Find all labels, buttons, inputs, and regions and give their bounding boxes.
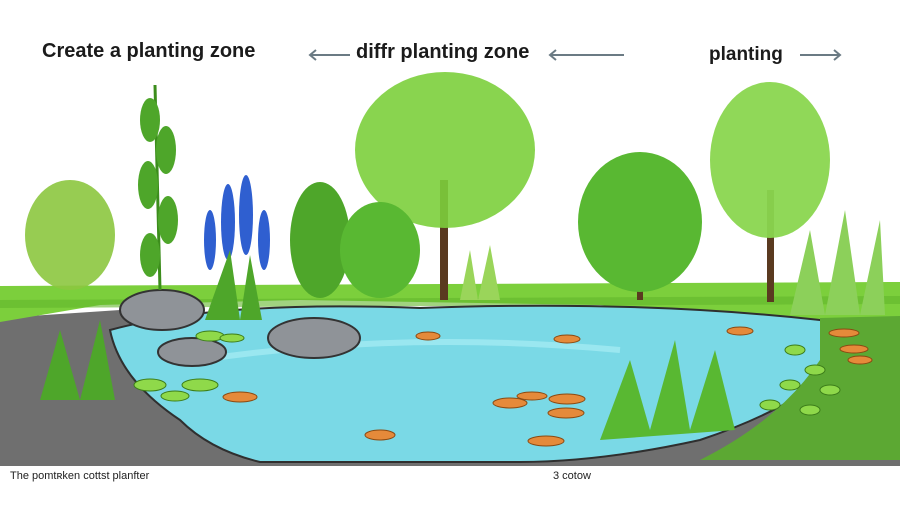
caption-left: The pomtʀken cottst planfter [10,470,150,482]
arrow-right-icon [800,49,842,61]
caption-right: 3 cotow [553,470,591,482]
shrub [340,202,420,298]
grass-clump [790,210,885,315]
flower-foliage [205,250,262,320]
floating-leaves [133,330,245,402]
reed-leaves [138,98,178,277]
caption-band [0,466,900,514]
marsh-leaves [759,344,841,416]
shrub [290,182,350,298]
blue-flowers [204,175,270,270]
tree-right [710,82,830,302]
rock [119,289,205,331]
rock [157,337,227,367]
arrow-left-icon [548,49,624,61]
grass-clump [460,245,500,300]
grass-clump [40,320,115,400]
tree-left [355,72,535,300]
heading-create-planting-zone: Create a planting zone [42,40,256,62]
heading-planting: planting [709,44,783,65]
arrow-left-icon [308,49,350,61]
lily-pads [222,326,873,447]
tree-middle [578,152,702,300]
aquatic-plants [600,340,735,440]
pond-shine [199,339,621,363]
shrub [25,180,115,290]
heading-different-planting-zone: diffr planting zone [356,41,530,63]
rock [267,317,361,359]
